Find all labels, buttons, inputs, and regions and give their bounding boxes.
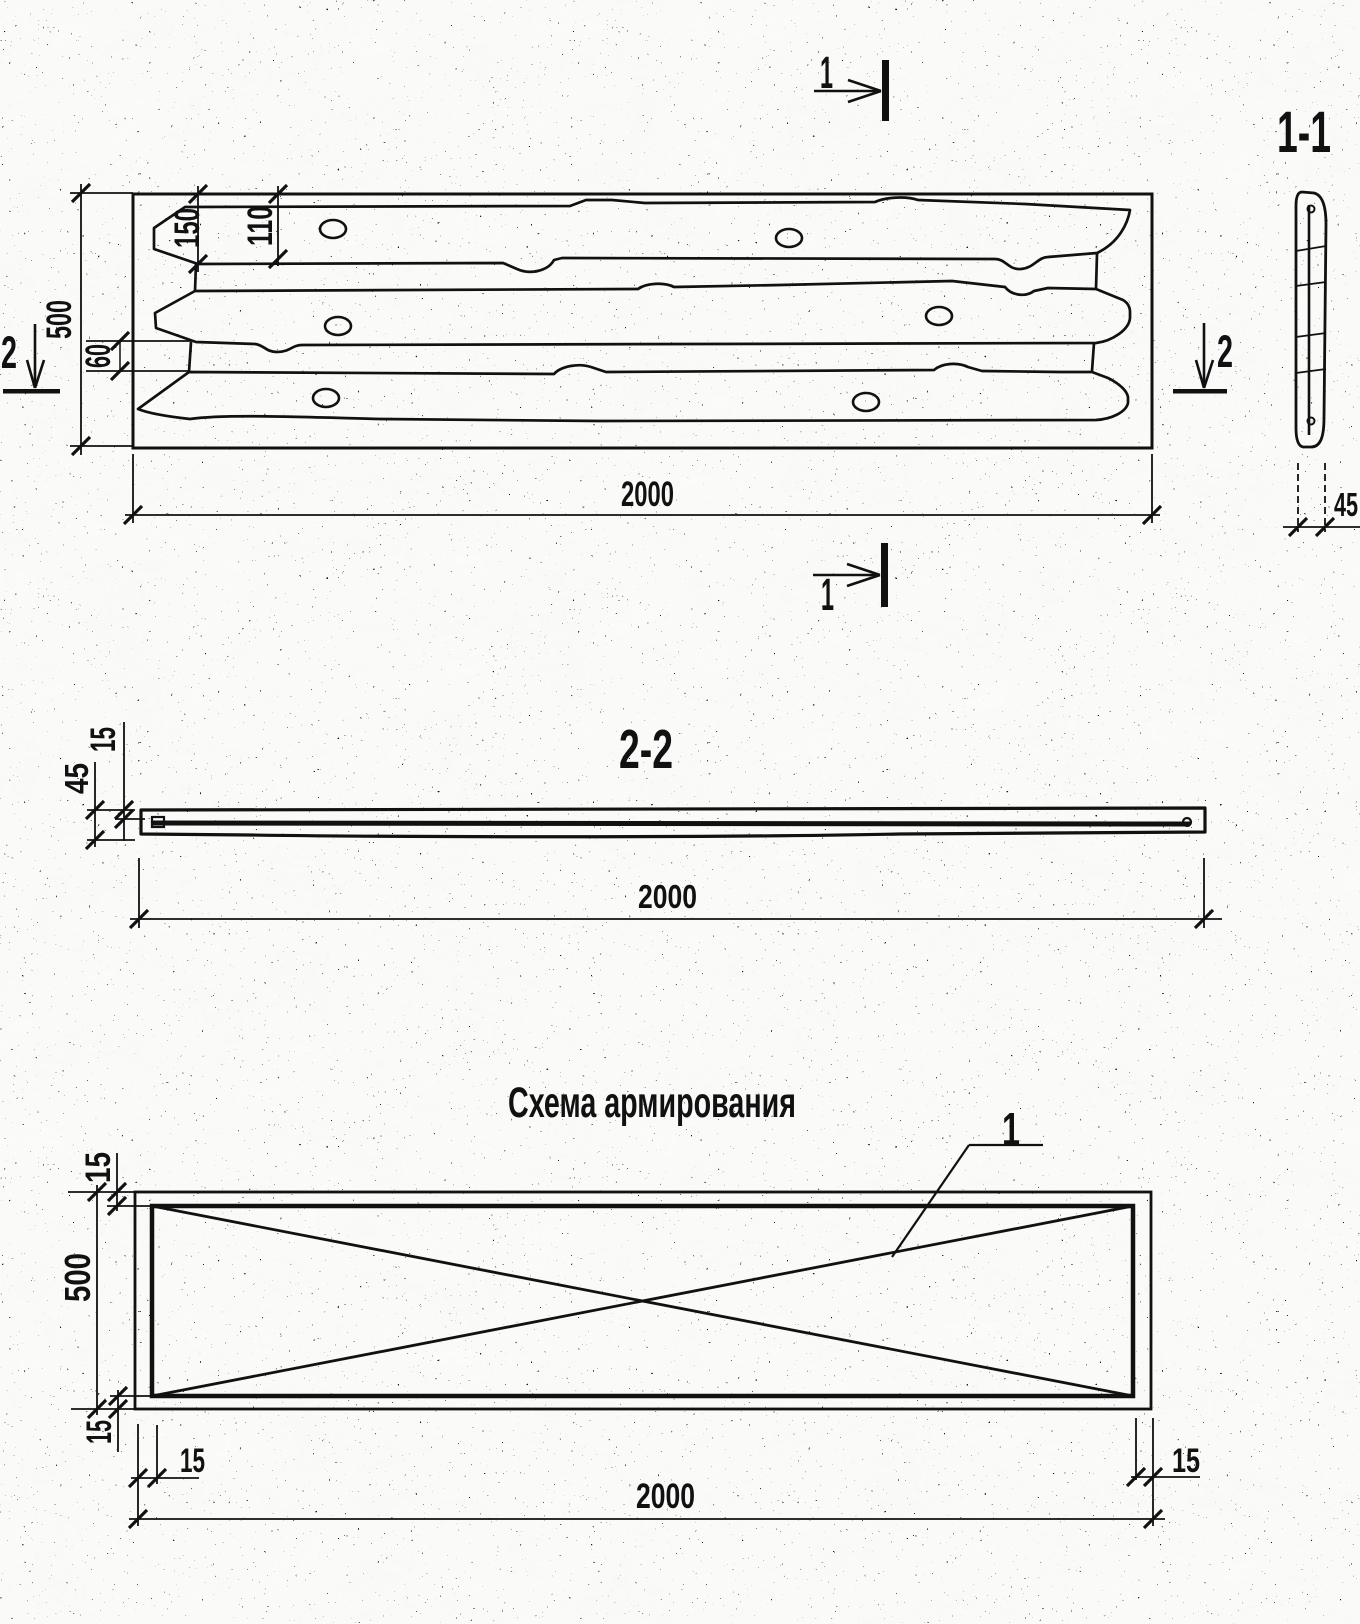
svg-text:500: 500 xyxy=(40,300,79,339)
svg-text:2: 2 xyxy=(1217,326,1233,377)
svg-text:15: 15 xyxy=(80,1420,119,1444)
svg-text:2-2: 2-2 xyxy=(619,718,673,780)
svg-text:60: 60 xyxy=(79,344,118,368)
svg-text:15: 15 xyxy=(1172,1442,1200,1480)
svg-text:15: 15 xyxy=(84,727,123,752)
svg-text:2: 2 xyxy=(1,327,17,378)
svg-text:Схема армирования: Схема армирования xyxy=(508,1079,796,1127)
svg-text:1-1: 1-1 xyxy=(1277,100,1331,165)
svg-text:45: 45 xyxy=(1334,486,1358,523)
svg-text:2000: 2000 xyxy=(638,878,697,915)
svg-text:2000: 2000 xyxy=(636,1477,695,1516)
svg-text:1: 1 xyxy=(1002,1103,1020,1155)
svg-text:1: 1 xyxy=(821,569,834,620)
svg-text:2000: 2000 xyxy=(621,475,674,514)
svg-text:15: 15 xyxy=(180,1442,205,1480)
svg-text:1: 1 xyxy=(820,47,833,98)
svg-text:110: 110 xyxy=(241,206,280,246)
svg-text:500: 500 xyxy=(57,1253,98,1302)
svg-text:150: 150 xyxy=(168,208,207,248)
svg-text:15: 15 xyxy=(79,1152,118,1183)
svg-text:45: 45 xyxy=(58,763,95,794)
